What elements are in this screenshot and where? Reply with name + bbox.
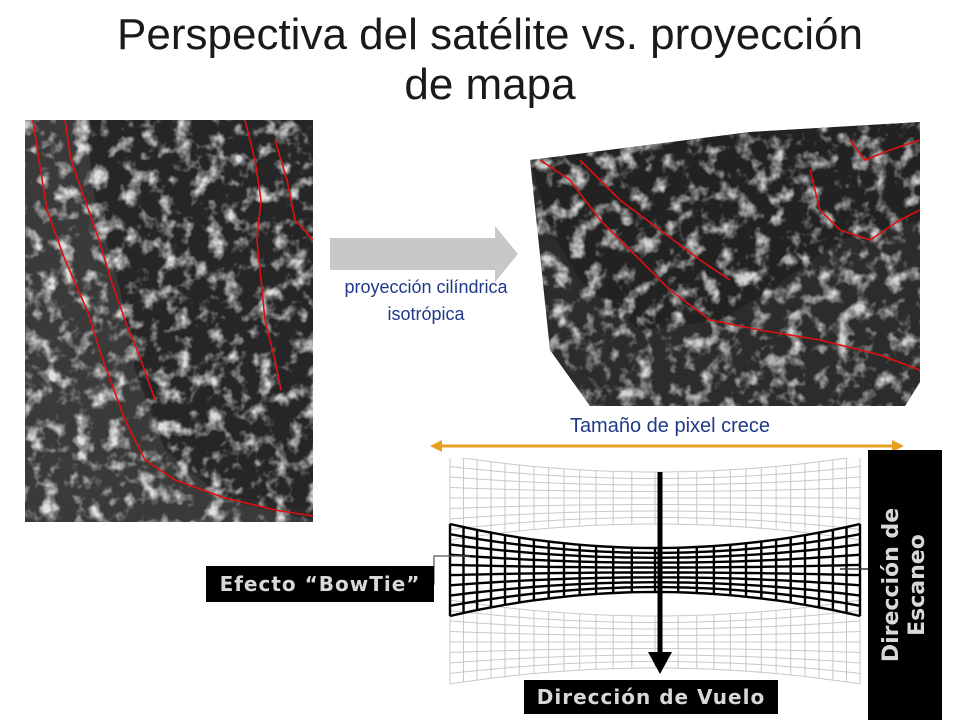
pixel-size-arrow: [430, 440, 904, 452]
title-line-2: de mapa: [404, 60, 576, 109]
satellite-image-graphic: [25, 120, 313, 522]
projection-label-line-2: isotrópica: [387, 304, 465, 324]
flight-direction-arrow: [648, 472, 672, 674]
slide-title: Perspectiva del satélite vs. proyección …: [60, 10, 920, 110]
bowtie-effect-label: Efecto “BowTie”: [206, 566, 434, 602]
upper-scan-band: [449, 458, 861, 541]
scan-direction-label: Dirección de Escaneo: [879, 455, 931, 715]
bowtie-scan-grid: [448, 458, 862, 685]
scan-direction-box: Dirección de Escaneo: [868, 450, 942, 720]
satellite-perspective-image: [25, 120, 313, 522]
projection-label: proyección cilíndrica isotrópica: [310, 274, 542, 328]
map-image-graphic: [530, 122, 920, 406]
title-line-1: Perspectiva del satélite vs. proyección: [117, 10, 863, 59]
flight-direction-label: Dirección de Vuelo: [524, 680, 778, 714]
current-scan-band: [448, 522, 862, 618]
projection-arrow: [330, 226, 518, 282]
scan-direction-label-line-1: Dirección de: [879, 507, 904, 663]
pixel-size-label: Tamaño de pixel crece: [569, 415, 771, 437]
scan-direction-label-line-2: Escaneo: [905, 534, 930, 636]
map-projection-image: [520, 120, 920, 406]
projection-label-line-1: proyección cilíndrica: [344, 277, 508, 297]
